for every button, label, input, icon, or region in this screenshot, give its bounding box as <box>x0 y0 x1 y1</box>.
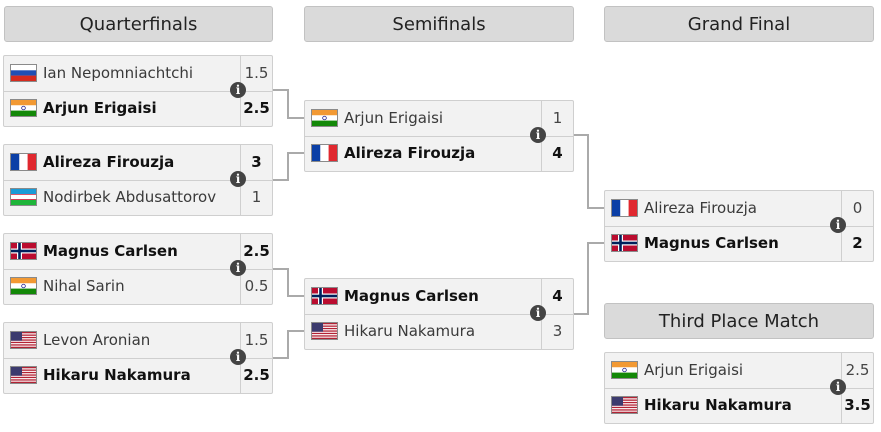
round-header-quarterfinals: Quarterfinals <box>4 6 273 42</box>
player-row[interactable]: Ian Nepomniachtchi 1.5 <box>4 56 272 92</box>
player-row[interactable]: Hikaru Nakamura 2.5 <box>4 358 272 393</box>
player-score: 0.5 <box>240 269 272 304</box>
player-name: Alireza Firouzja <box>344 144 476 162</box>
player-score: 1 <box>541 101 573 136</box>
match-info-icon[interactable]: i <box>830 217 846 233</box>
player-row[interactable]: Hikaru Nakamura 3.5 <box>605 388 873 423</box>
player-name: Arjun Erigaisi <box>43 99 157 117</box>
round-title: Semifinals <box>392 13 486 35</box>
player-score: 3.5 <box>841 388 873 423</box>
match-info-icon[interactable]: i <box>530 305 546 321</box>
round-title: Grand Final <box>687 13 791 35</box>
player-score: 1.5 <box>240 323 272 358</box>
india-flag-icon <box>10 99 37 117</box>
match-info-icon[interactable]: i <box>530 127 546 143</box>
uzbekistan-flag-icon <box>10 188 37 206</box>
player-name: Nihal Sarin <box>43 277 125 295</box>
player-name: Arjun Erigaisi <box>644 361 744 379</box>
player-row[interactable]: Arjun Erigaisi 2.5 <box>605 353 873 389</box>
match-info-icon[interactable]: i <box>230 260 246 276</box>
player-name: Magnus Carlsen <box>644 234 779 252</box>
france-flag-icon <box>311 144 338 162</box>
player-row[interactable]: Arjun Erigaisi 2.5 <box>4 91 272 126</box>
player-row[interactable]: Arjun Erigaisi 1 <box>305 101 573 137</box>
usa-flag-icon <box>10 331 37 349</box>
player-row[interactable]: Alireza Firouzja 0 <box>605 191 873 227</box>
player-score: 4 <box>541 136 573 171</box>
match-qf4: Levon Aronian 1.5 Hikaru Nakamura 2.5 <box>3 322 273 394</box>
player-score: 3 <box>240 145 272 180</box>
player-name: Alireza Firouzja <box>43 153 175 171</box>
match-info-icon[interactable]: i <box>230 82 246 98</box>
match-qf3: Magnus Carlsen 2.5 Nihal Sarin 0.5 <box>3 233 273 305</box>
player-score: 2.5 <box>240 91 272 126</box>
usa-flag-icon <box>10 366 37 384</box>
norway-flag-icon <box>311 287 338 305</box>
player-score: 2.5 <box>240 358 272 393</box>
player-name: Levon Aronian <box>43 331 151 349</box>
match-qf2: Alireza Firouzja 3 Nodirbek Abdusattorov… <box>3 144 273 216</box>
player-name: Nodirbek Abdusattorov <box>43 188 217 206</box>
match-grand-final: Alireza Firouzja 0 Magnus Carlsen 2 <box>604 190 874 262</box>
player-name: Hikaru Nakamura <box>344 322 476 340</box>
player-name: Magnus Carlsen <box>43 242 178 260</box>
norway-flag-icon <box>611 234 638 252</box>
player-name: Hikaru Nakamura <box>43 366 191 384</box>
player-row[interactable]: Hikaru Nakamura 3 <box>305 314 573 349</box>
round-header-grand-final: Grand Final <box>604 6 874 42</box>
player-row[interactable]: Magnus Carlsen 2 <box>605 226 873 261</box>
usa-flag-icon <box>311 322 338 340</box>
match-info-icon[interactable]: i <box>230 349 246 365</box>
player-row[interactable]: Magnus Carlsen 4 <box>305 279 573 315</box>
india-flag-icon <box>10 277 37 295</box>
player-row[interactable]: Magnus Carlsen 2.5 <box>4 234 272 270</box>
player-row[interactable]: Levon Aronian 1.5 <box>4 323 272 359</box>
player-score: 2 <box>841 226 873 261</box>
match-info-icon[interactable]: i <box>830 379 846 395</box>
match-info-icon[interactable]: i <box>230 171 246 187</box>
player-name: Arjun Erigaisi <box>344 109 444 127</box>
india-flag-icon <box>311 109 338 127</box>
player-score: 0 <box>841 191 873 226</box>
player-row[interactable]: Alireza Firouzja 3 <box>4 145 272 181</box>
player-score: 2.5 <box>841 353 873 388</box>
player-row[interactable]: Alireza Firouzja 4 <box>305 136 573 171</box>
norway-flag-icon <box>10 242 37 260</box>
player-score: 4 <box>541 279 573 314</box>
round-title: Third Place Match <box>658 310 820 332</box>
player-row[interactable]: Nodirbek Abdusattorov 1 <box>4 180 272 215</box>
player-name: Magnus Carlsen <box>344 287 479 305</box>
player-score: 3 <box>541 314 573 349</box>
russia-flag-icon <box>10 64 37 82</box>
usa-flag-icon <box>611 396 638 414</box>
player-score: 1.5 <box>240 56 272 91</box>
match-qf1: Ian Nepomniachtchi 1.5 Arjun Erigaisi 2.… <box>3 55 273 127</box>
round-header-semifinals: Semifinals <box>304 6 574 42</box>
player-row[interactable]: Nihal Sarin 0.5 <box>4 269 272 304</box>
player-name: Alireza Firouzja <box>644 199 757 217</box>
france-flag-icon <box>611 199 638 217</box>
india-flag-icon <box>611 361 638 379</box>
player-name: Ian Nepomniachtchi <box>43 64 194 82</box>
match-third-place: Arjun Erigaisi 2.5 Hikaru Nakamura 3.5 <box>604 352 874 424</box>
round-header-third-place: Third Place Match <box>604 303 874 339</box>
player-score: 2.5 <box>240 234 272 269</box>
france-flag-icon <box>10 153 37 171</box>
player-score: 1 <box>240 180 272 215</box>
round-title: Quarterfinals <box>79 13 198 35</box>
match-sf1: Arjun Erigaisi 1 Alireza Firouzja 4 <box>304 100 574 172</box>
match-sf2: Magnus Carlsen 4 Hikaru Nakamura 3 <box>304 278 574 350</box>
player-name: Hikaru Nakamura <box>644 396 792 414</box>
